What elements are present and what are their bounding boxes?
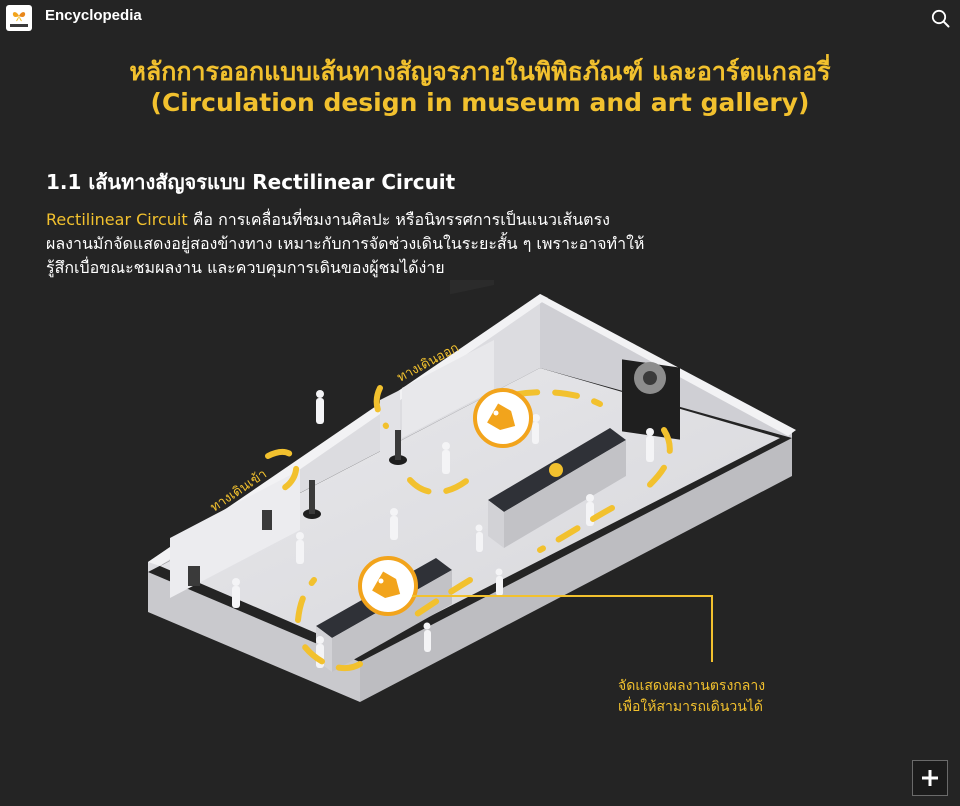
display-table-back-side bbox=[488, 500, 504, 548]
description-line-1: Rectilinear Circuit คือ การเคลื่อนที่ชมง… bbox=[46, 208, 746, 232]
circulation-path bbox=[265, 385, 673, 672]
expand-button[interactable] bbox=[912, 760, 948, 796]
room-wall-top-rim-right bbox=[538, 294, 796, 436]
artwork-frame-3 bbox=[262, 510, 272, 530]
description-term: Rectilinear Circuit bbox=[46, 210, 188, 229]
butterfly-logo-icon bbox=[6, 5, 32, 31]
plant-icons bbox=[303, 430, 407, 519]
highlight-dot bbox=[549, 463, 563, 477]
callout-line-1: จัดแสดงผลงานตรงกลาง bbox=[618, 678, 766, 694]
slide-title-english: (Circulation design in museum and art ga… bbox=[150, 88, 810, 117]
gallery-illustration: ทางเดินเข้า ทางเดินออก bbox=[148, 280, 796, 702]
description: Rectilinear Circuit คือ การเคลื่อนที่ชมง… bbox=[46, 208, 746, 280]
search-button[interactable] bbox=[930, 8, 952, 30]
display-table-back-front bbox=[504, 440, 626, 548]
callout-text: จัดแสดงผลงานตรงกลาง เพื่อให้สามารถเดินวน… bbox=[618, 676, 765, 718]
artwork-frame-1 bbox=[450, 280, 494, 295]
artwork-frame-4 bbox=[188, 566, 200, 586]
partition-wall-3 bbox=[402, 340, 494, 438]
description-line-1-text: คือ การเคลื่อนที่ชมงานศิลปะ หรือนิทรรศกา… bbox=[187, 210, 610, 229]
tag-marker-back bbox=[473, 388, 533, 448]
top-bar: Encyclopedia bbox=[0, 0, 960, 36]
search-icon bbox=[931, 9, 950, 28]
section-heading: 1.1 เส้นทางสัญจรแบบ Rectilinear Circuit bbox=[46, 170, 456, 194]
plus-icon bbox=[922, 770, 938, 786]
partition-wall-1 bbox=[170, 470, 300, 598]
description-line-2: ผลงานมักจัดแสดงอยู่สองข้างทาง เหมาะกับกา… bbox=[46, 234, 645, 253]
tag-marker-front bbox=[358, 556, 418, 616]
callout-line-2: เพื่อให้สามารถเดินวนได้ bbox=[618, 699, 763, 715]
room-wall-front-right bbox=[360, 438, 792, 702]
slide-title-thai: หลักการออกแบบเส้นทางสัญจรภายในพิพิธภัณฑ์… bbox=[129, 57, 831, 86]
room-wall-front-left bbox=[148, 572, 360, 702]
app-title: Encyclopedia bbox=[45, 7, 142, 24]
description-line-3: รู้สึกเบื่อขณะชมผลงาน และควบคุมการเดินขอ… bbox=[46, 258, 445, 277]
callout-leader-line bbox=[412, 595, 713, 662]
